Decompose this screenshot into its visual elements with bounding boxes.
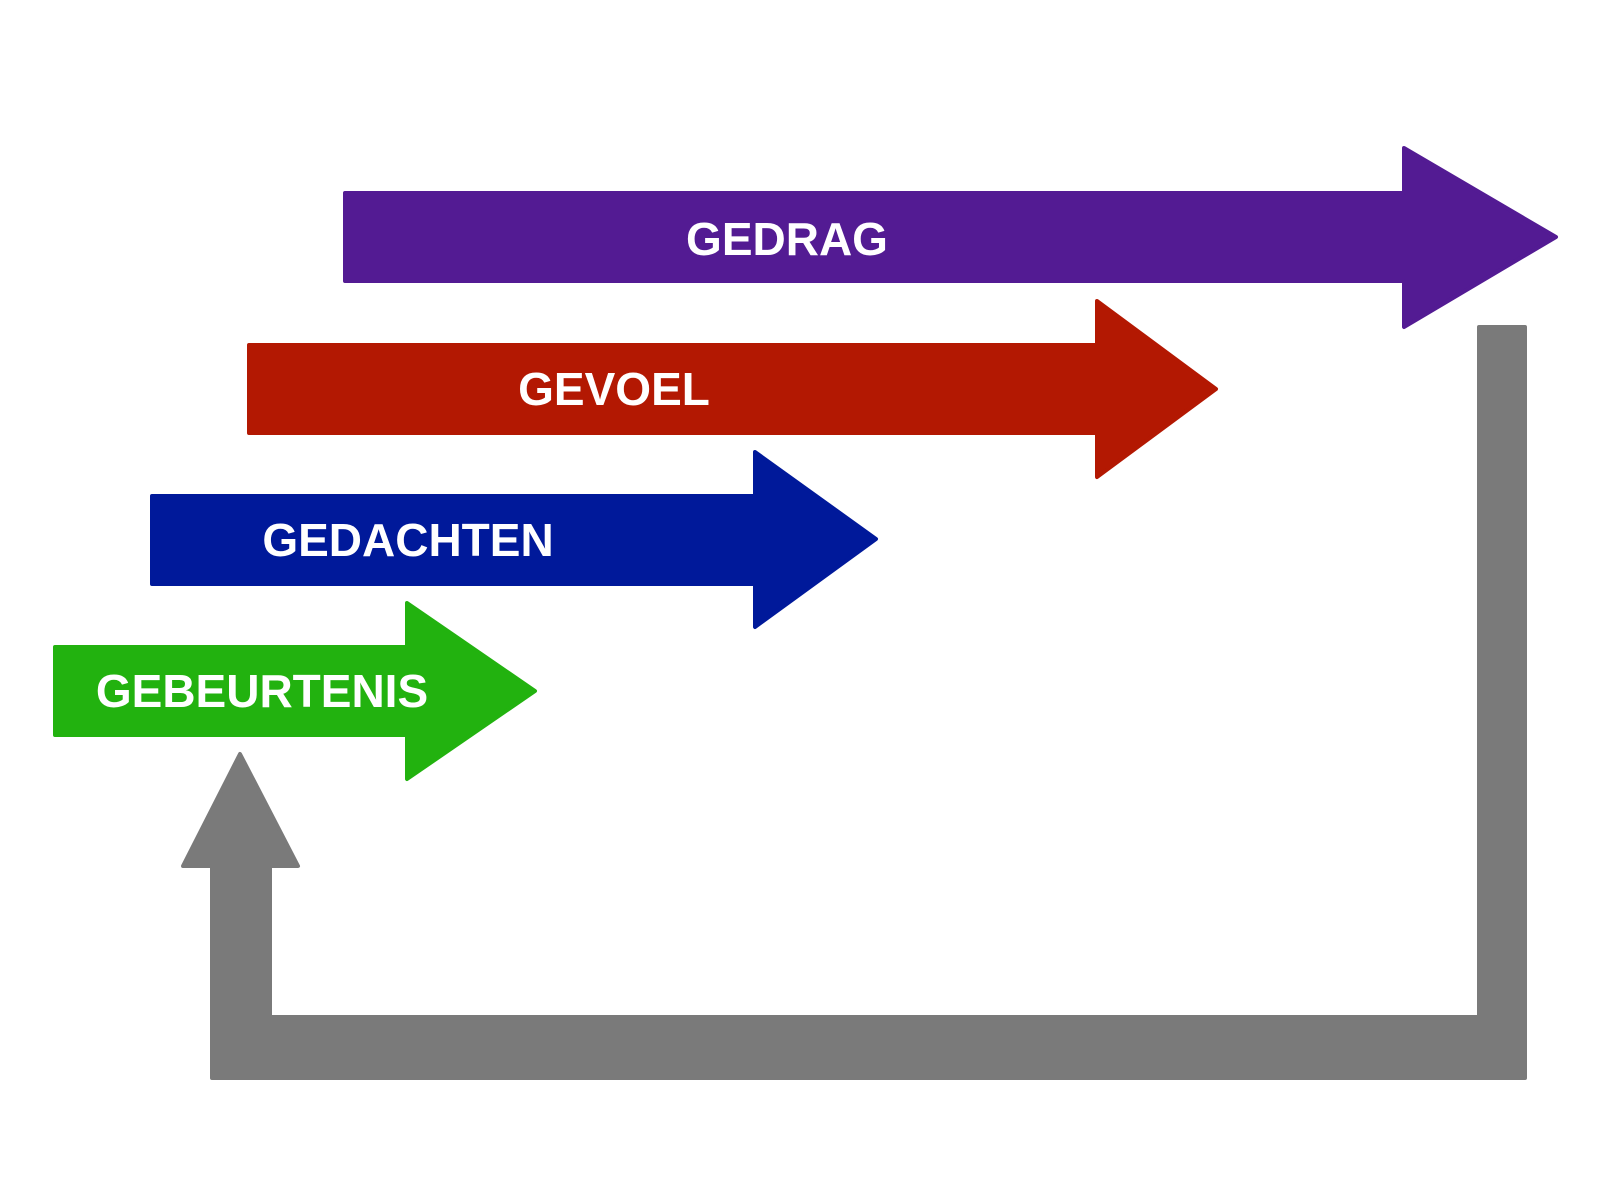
arrow-body-gebeurtenis bbox=[53, 601, 537, 781]
step-label-gedachten: GEDACHTEN bbox=[262, 514, 553, 566]
feedback-loop-arrow bbox=[181, 325, 1527, 1080]
arrow-body-gevoel bbox=[247, 299, 1218, 479]
step-arrow-gedachten: GEDACHTEN bbox=[150, 450, 878, 629]
step-arrow-gevoel: GEVOEL bbox=[247, 299, 1218, 479]
step-label-gebeurtenis: GEBEURTENIS bbox=[96, 665, 428, 717]
arrow-body-gedrag bbox=[343, 146, 1558, 329]
step-arrow-gebeurtenis: GEBEURTENIS bbox=[53, 601, 537, 781]
arrow-body-gedachten bbox=[150, 450, 878, 629]
step-label-gevoel: GEVOEL bbox=[518, 363, 710, 415]
step-arrow-gedrag: GEDRAG bbox=[343, 146, 1558, 329]
step-label-gedrag: GEDRAG bbox=[686, 213, 888, 265]
